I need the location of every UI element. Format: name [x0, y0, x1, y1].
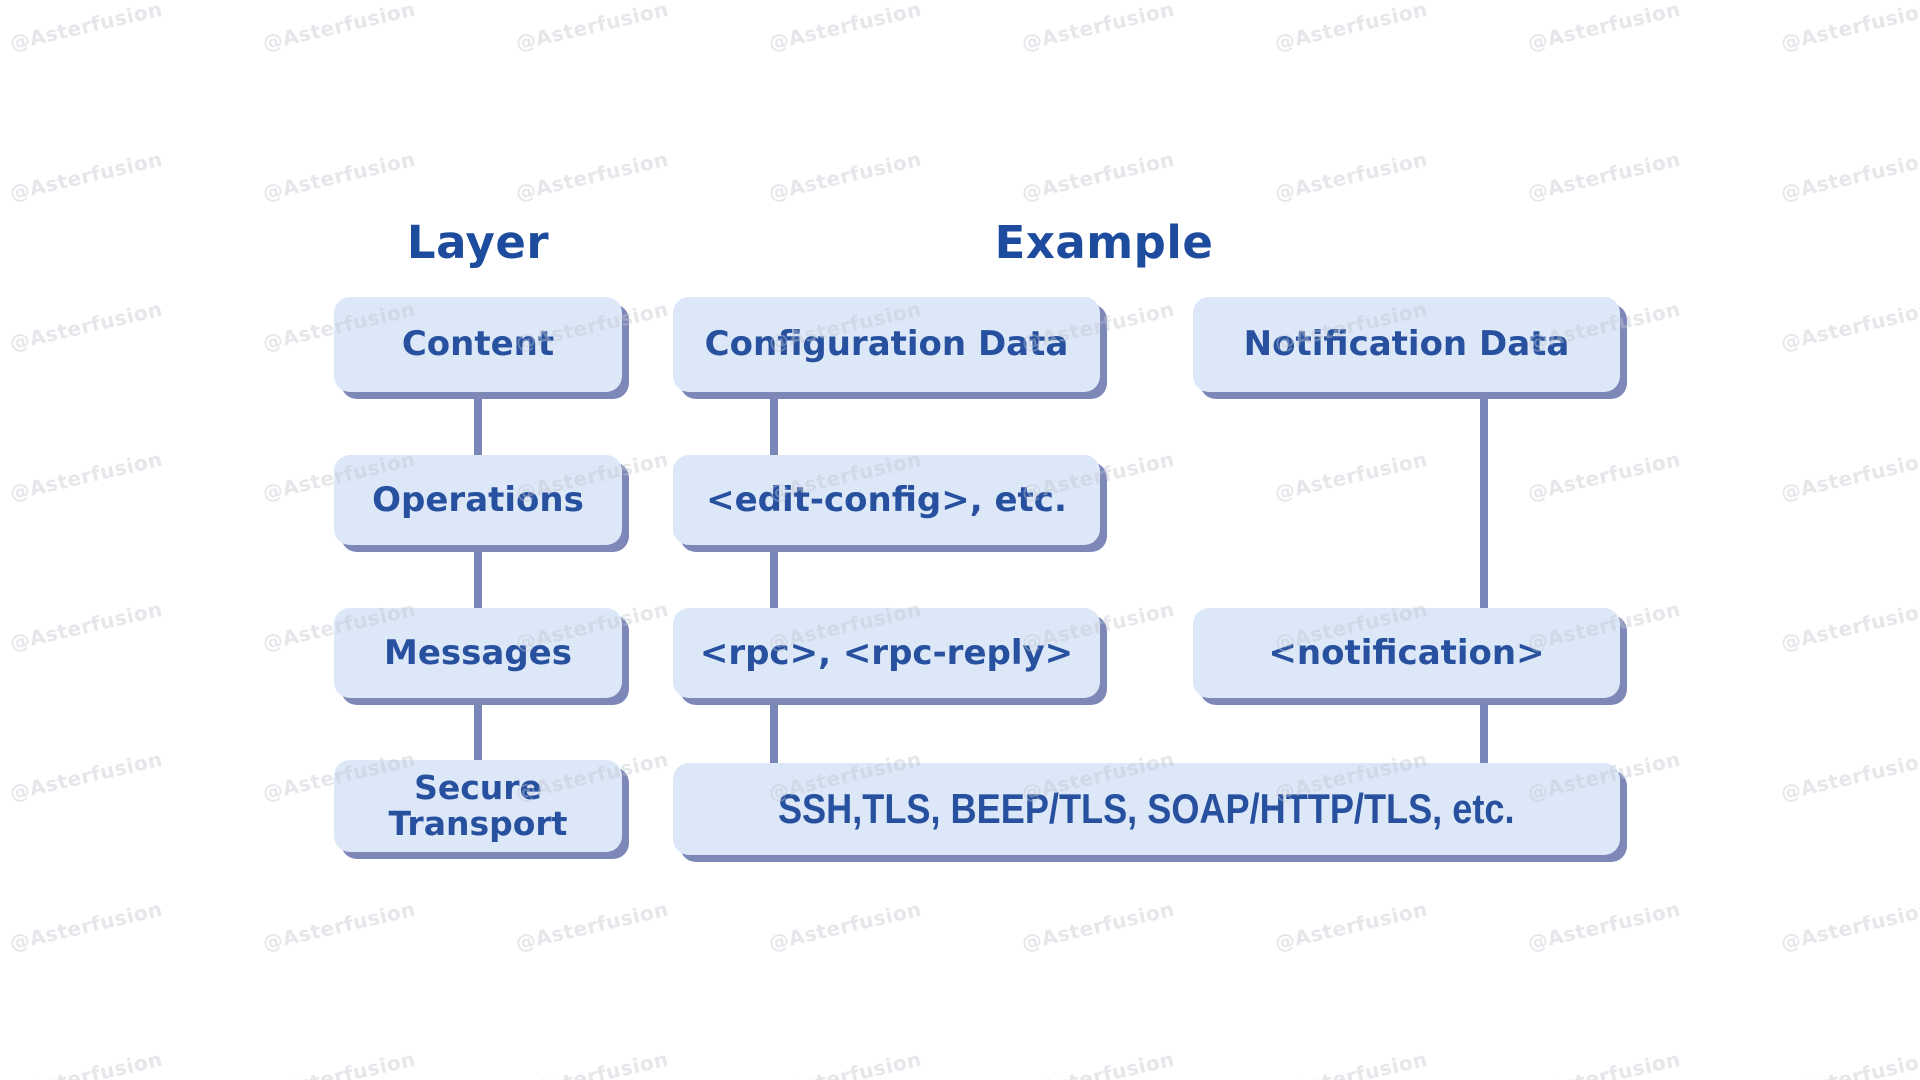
watermark: @Asterfusion: [260, 896, 418, 956]
watermark: @Asterfusion: [1778, 1046, 1920, 1080]
watermark: @Asterfusion: [766, 896, 924, 956]
watermark: @Asterfusion: [1019, 896, 1177, 956]
watermark: @Asterfusion: [1272, 146, 1430, 206]
watermark: @Asterfusion: [260, 146, 418, 206]
watermark: @Asterfusion: [7, 746, 165, 806]
watermark: @Asterfusion: [1019, 1046, 1177, 1080]
watermark: @Asterfusion: [1272, 446, 1430, 506]
connector-rpc-transport: [770, 696, 778, 765]
watermark: @Asterfusion: [513, 0, 671, 56]
connector-configdata-editconfig: [770, 390, 778, 457]
watermark: @Asterfusion: [1525, 0, 1683, 56]
box-content-layer: Content: [334, 297, 622, 392]
watermark: @Asterfusion: [513, 146, 671, 206]
box-edit-config: <edit-config>, etc.: [673, 455, 1100, 545]
watermark: @Asterfusion: [7, 146, 165, 206]
watermark: @Asterfusion: [7, 596, 165, 656]
box-rpc-rpc-reply: <rpc>, <rpc-reply>: [673, 608, 1100, 698]
watermark: @Asterfusion: [766, 0, 924, 56]
watermark: @Asterfusion: [260, 0, 418, 56]
watermark: @Asterfusion: [7, 296, 165, 356]
watermark: @Asterfusion: [1525, 146, 1683, 206]
watermark: @Asterfusion: [1778, 0, 1920, 56]
watermark: @Asterfusion: [7, 0, 165, 56]
layer-column-title: Layer: [406, 216, 550, 269]
watermark: @Asterfusion: [1778, 896, 1920, 956]
watermark: @Asterfusion: [1778, 296, 1920, 356]
box-notification-data-label: Notification Data: [1243, 324, 1570, 365]
box-configuration-data-label: Configuration Data: [704, 324, 1069, 365]
watermark: @Asterfusion: [1272, 0, 1430, 56]
box-secure-transport-label: Secure Transport: [388, 768, 568, 843]
watermark: @Asterfusion: [7, 446, 165, 506]
watermark: @Asterfusion: [1525, 896, 1683, 956]
box-notification: <notification>: [1193, 608, 1620, 698]
watermark: @Asterfusion: [7, 1046, 165, 1080]
watermark: @Asterfusion: [1778, 746, 1920, 806]
box-configuration-data: Configuration Data: [673, 297, 1100, 392]
connector-notification-transport: [1480, 696, 1488, 765]
box-notification-label: <notification>: [1268, 632, 1545, 673]
box-messages-layer: Messages: [334, 608, 622, 698]
watermark: @Asterfusion: [1525, 1046, 1683, 1080]
connector-messages-secure-transport: [474, 696, 482, 762]
box-messages-label: Messages: [384, 632, 572, 673]
box-operations-label: Operations: [372, 479, 584, 520]
watermark: @Asterfusion: [1778, 146, 1920, 206]
watermark: @Asterfusion: [513, 1046, 671, 1080]
watermark: @Asterfusion: [1019, 146, 1177, 206]
box-edit-config-label: <edit-config>, etc.: [706, 479, 1067, 520]
connector-content-operations: [474, 390, 482, 457]
watermark: @Asterfusion: [766, 1046, 924, 1080]
example-column-title: Example: [994, 216, 1214, 269]
watermark: @Asterfusion: [1019, 0, 1177, 56]
watermark: @Asterfusion: [260, 1046, 418, 1080]
box-operations-layer: Operations: [334, 455, 622, 545]
connector-notifdata-notification: [1480, 390, 1488, 610]
box-transport-protocols-label: SSH,TLS, BEEP/TLS, SOAP/HTTP/TLS, etc.: [778, 785, 1515, 833]
watermark: @Asterfusion: [1272, 896, 1430, 956]
connector-editconfig-rpc: [770, 543, 778, 610]
watermark: @Asterfusion: [1272, 1046, 1430, 1080]
connector-operations-messages: [474, 543, 482, 610]
box-secure-transport-layer: Secure Transport: [334, 760, 622, 852]
watermark: @Asterfusion: [766, 146, 924, 206]
watermark: @Asterfusion: [1778, 596, 1920, 656]
watermark: @Asterfusion: [1778, 446, 1920, 506]
watermark: @Asterfusion: [513, 896, 671, 956]
box-transport-protocols: SSH,TLS, BEEP/TLS, SOAP/HTTP/TLS, etc.: [673, 763, 1620, 855]
box-content-label: Content: [401, 324, 555, 365]
watermark: @Asterfusion: [1525, 446, 1683, 506]
watermark: @Asterfusion: [7, 896, 165, 956]
box-rpc-rpc-reply-label: <rpc>, <rpc-reply>: [699, 632, 1074, 673]
box-notification-data: Notification Data: [1193, 297, 1620, 392]
